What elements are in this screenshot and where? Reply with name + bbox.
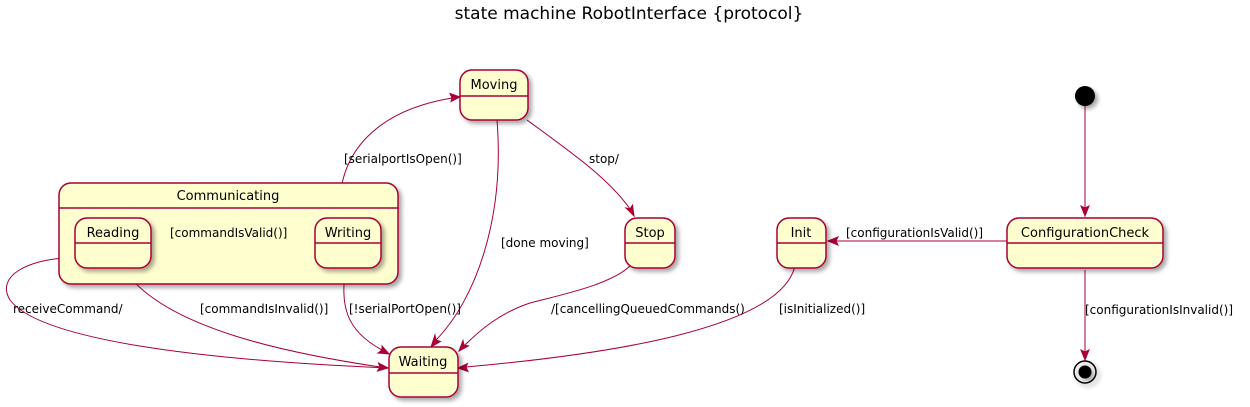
transition-stop-to-waiting bbox=[458, 265, 631, 353]
diagram-title: state machine RobotInterface {protocol} bbox=[455, 4, 804, 24]
label-config-to-init: [configurationIsValid()] bbox=[846, 226, 983, 240]
state-communicating-label: Communicating bbox=[177, 189, 280, 204]
transition-initial-to-config bbox=[1080, 106, 1090, 218]
transition-config-to-init bbox=[826, 236, 1007, 246]
state-writing-label: Writing bbox=[325, 226, 371, 241]
transition-moving-to-stop bbox=[526, 119, 635, 218]
label-moving-to-stop: stop/ bbox=[589, 152, 620, 166]
label-reading-to-writing: [commandIsValid()] bbox=[170, 226, 287, 240]
label-stop-to-waiting: /[cancellingQueuedCommands() bbox=[551, 302, 745, 316]
initial-state-icon bbox=[1075, 86, 1095, 106]
label-waiting-to-reading: receiveCommand/ bbox=[13, 302, 124, 316]
label-reading-to-waiting: [commandIsInvalid()] bbox=[200, 302, 328, 316]
state-reading bbox=[74, 217, 152, 269]
transition-config-to-final bbox=[1080, 270, 1090, 362]
label-init-to-waiting: [isInitialized()] bbox=[779, 302, 865, 316]
state-reading-label: Reading bbox=[87, 226, 140, 241]
state-waiting bbox=[388, 346, 459, 398]
state-stop bbox=[624, 217, 676, 269]
label-config-to-final: [configurationIsInvalid()] bbox=[1085, 303, 1233, 317]
state-configuration-check-label: ConfigurationCheck bbox=[1021, 226, 1150, 241]
state-init bbox=[776, 217, 827, 269]
final-state-icon bbox=[1073, 360, 1097, 384]
state-writing bbox=[314, 217, 382, 269]
transition-moving-to-waiting bbox=[430, 119, 499, 349]
state-waiting-label: Waiting bbox=[399, 355, 448, 370]
state-init-label: Init bbox=[791, 226, 812, 241]
transition-init-to-waiting bbox=[456, 265, 796, 373]
state-moving bbox=[459, 69, 529, 121]
label-moving-to-waiting: [done moving] bbox=[501, 236, 589, 250]
state-stop-label: Stop bbox=[635, 226, 665, 241]
label-writing-to-moving: [serialportIsOpen()] bbox=[344, 152, 462, 166]
state-moving-label: Moving bbox=[471, 78, 518, 93]
label-writing-to-waiting: [!serialPortOpen()] bbox=[349, 302, 461, 316]
state-configuration-check bbox=[1006, 217, 1164, 269]
transition-reading-to-waiting bbox=[121, 265, 390, 372]
